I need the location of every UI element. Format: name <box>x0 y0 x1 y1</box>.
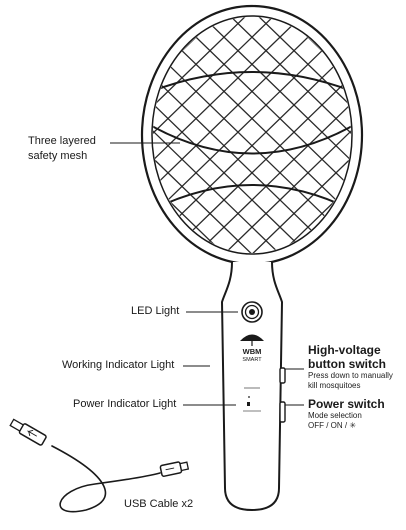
mesh-wire <box>223 17 351 253</box>
power-indicator-light <box>247 402 250 406</box>
usb-a-connector <box>9 418 47 446</box>
mesh-wire <box>243 17 351 253</box>
leader-lines <box>110 142 304 406</box>
usb-cable <box>9 418 190 513</box>
mesh-wire <box>187 17 351 253</box>
mesh-wire <box>153 17 261 253</box>
power-switch-title: Power switch <box>308 397 385 411</box>
power-indicator-label: Power Indicator Light <box>73 398 177 410</box>
mesh-wire <box>167 17 351 253</box>
logo-line1: WBM <box>243 347 262 356</box>
mesh-wire <box>392 10 406 262</box>
logo-line2: SMART <box>242 357 262 363</box>
mesh-wire <box>153 17 289 253</box>
umbrella-icon <box>240 334 264 341</box>
usb-cable-label: USB Cable x2 <box>124 498 194 510</box>
mesh-callout-line1: Three layered <box>28 135 96 147</box>
high-voltage-title-line1: High-voltage <box>308 343 381 357</box>
high-voltage-desc-line2: kill mosquitoes <box>308 381 361 390</box>
high-voltage-button <box>279 367 286 384</box>
led-light <box>241 301 263 323</box>
power-indicator-dot <box>248 396 250 398</box>
high-voltage-title-line2: button switch <box>308 357 386 371</box>
mesh-callout-line2: safety mesh <box>28 150 88 162</box>
racket-frame-inner <box>151 15 353 255</box>
power-switch-desc-line2: OFF / ON / ✳ <box>308 421 357 430</box>
led-light-label: LED Light <box>131 305 180 317</box>
high-voltage-desc-line1: Press down to manually <box>308 371 393 380</box>
mesh-layer-arc <box>153 124 351 155</box>
mesh-wire <box>153 17 281 253</box>
mesh-wire <box>153 17 351 253</box>
mesh-wire <box>251 17 351 253</box>
indicator-panel <box>243 387 261 412</box>
mesh-wire <box>364 10 406 262</box>
power-switch-knob <box>279 401 286 423</box>
mesh-wire <box>153 17 337 253</box>
power-switch-desc-line1: Mode selection <box>308 411 362 420</box>
mesh-wire <box>271 17 351 253</box>
mesh-wire <box>153 17 309 253</box>
mesh-wire <box>215 17 351 253</box>
mesh-wire <box>153 17 351 253</box>
mesh-wire <box>0 10 28 262</box>
brand-logo: WBM SMART <box>240 334 264 363</box>
mesh-wire <box>153 17 317 253</box>
mesh-wire <box>153 17 345 253</box>
mesh-layer-arc <box>153 71 351 93</box>
racket-handle <box>220 261 284 512</box>
usb-cord <box>51 445 161 513</box>
working-indicator-label: Working Indicator Light <box>62 359 175 371</box>
mesh-wire <box>195 17 351 253</box>
mesh-wire <box>153 17 233 253</box>
mesh-layer-arc <box>153 184 351 211</box>
mesh-wire <box>159 17 351 253</box>
mesh-wire <box>153 17 253 253</box>
racket-head <box>0 4 406 266</box>
micro-usb-connector <box>159 461 190 477</box>
